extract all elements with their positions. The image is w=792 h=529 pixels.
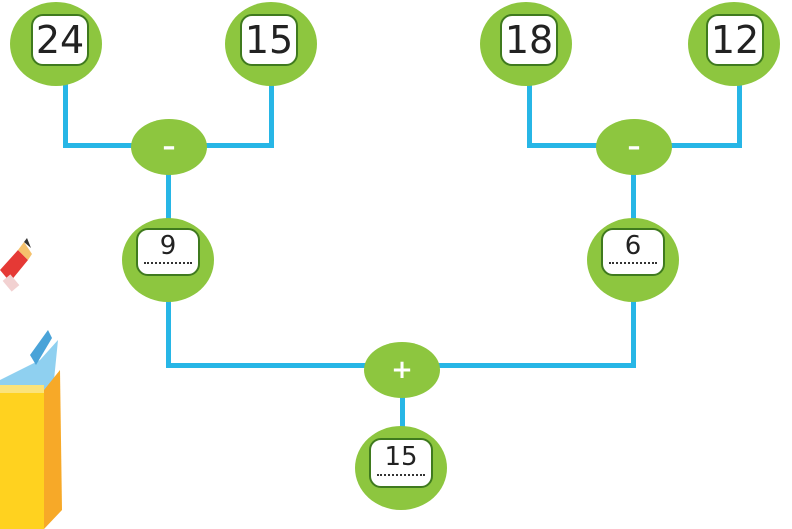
answer-box-left[interactable]: 9: [136, 228, 200, 276]
answer-value: 6: [624, 231, 642, 261]
connector-line: [166, 143, 171, 223]
dotted-line: [377, 474, 425, 476]
connector-line: [63, 78, 68, 148]
book-icon: [0, 330, 62, 529]
dotted-line: [144, 262, 192, 264]
minus-operator: –: [131, 119, 207, 175]
connector-line: [631, 143, 636, 223]
number-box: 15: [240, 14, 298, 66]
connector-line: [269, 78, 274, 148]
number-box: 12: [706, 14, 764, 66]
answer-box-right[interactable]: 6: [601, 228, 665, 276]
answer-value: 9: [159, 231, 177, 261]
connector-line: [527, 78, 532, 148]
connector-line: [737, 78, 742, 148]
book-illustration: [0, 238, 62, 529]
number-box: 18: [500, 14, 558, 66]
plus-operator: +: [364, 342, 440, 398]
number-box: 24: [31, 14, 89, 66]
dotted-line: [609, 262, 657, 264]
answer-box-final[interactable]: 15: [369, 438, 433, 488]
answer-value: 15: [384, 442, 418, 472]
pencil-icon: [0, 238, 32, 292]
connector-line: [166, 285, 171, 368]
minus-operator: –: [596, 119, 672, 175]
connector-line: [631, 285, 636, 368]
